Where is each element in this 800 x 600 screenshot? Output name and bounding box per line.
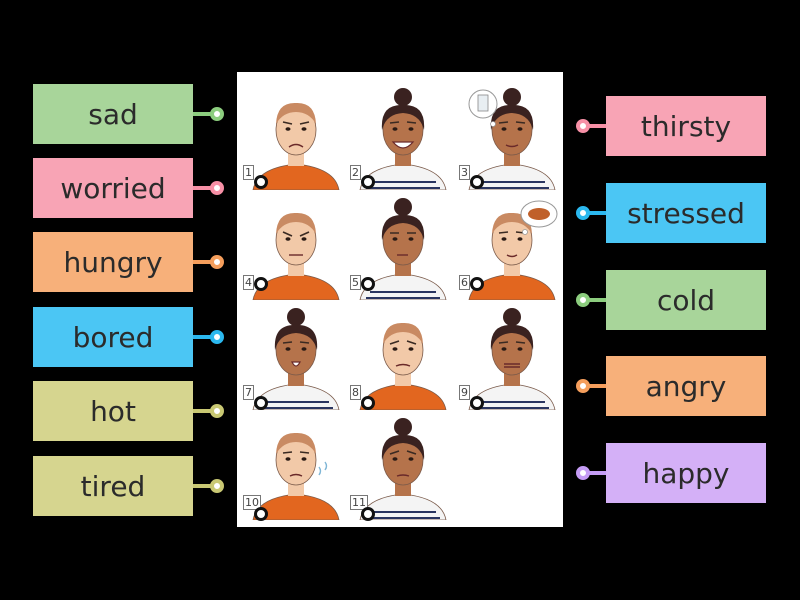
drop-target-1[interactable]: [254, 175, 268, 189]
picture-sad: 1: [243, 82, 349, 190]
label-thirsty[interactable]: thirsty: [606, 96, 766, 156]
picture-thirsty: 3: [459, 82, 565, 190]
label-text: happy: [642, 456, 730, 490]
picture-number: 6: [459, 275, 470, 290]
label-worried[interactable]: worried: [33, 158, 193, 218]
connector-line: [193, 112, 213, 116]
drop-target-2[interactable]: [361, 175, 375, 189]
picture-number: 8: [350, 385, 361, 400]
picture-number: 1: [243, 165, 254, 180]
label-text: cold: [656, 283, 716, 317]
connector-dot[interactable]: [576, 206, 590, 220]
connector-line: [586, 384, 606, 388]
label-stressed[interactable]: stressed: [606, 183, 766, 243]
connector-line: [193, 186, 213, 190]
picture-number: 3: [459, 165, 470, 180]
label-text: hot: [90, 394, 136, 428]
picture-tired: 7: [243, 302, 349, 410]
picture-number: 9: [459, 385, 470, 400]
connector-line: [193, 335, 213, 339]
connector-line: [193, 260, 213, 264]
label-text: bored: [72, 320, 154, 354]
connector-dot[interactable]: [210, 479, 224, 493]
picture-panel: 1 2 3 4 5 6 7 8 9 10 11: [237, 72, 563, 527]
label-text: stressed: [627, 196, 745, 230]
label-text: sad: [88, 97, 138, 131]
label-angry[interactable]: angry: [606, 356, 766, 416]
label-text: worried: [60, 171, 166, 205]
connector-dot[interactable]: [576, 119, 590, 133]
label-text: thirsty: [640, 109, 732, 143]
picture-hot: 10: [243, 412, 349, 520]
drop-target-10[interactable]: [254, 507, 268, 521]
drop-target-6[interactable]: [470, 277, 484, 291]
connector-dot[interactable]: [210, 404, 224, 418]
drop-target-11[interactable]: [361, 507, 375, 521]
label-text: tired: [80, 469, 146, 503]
label-sad[interactable]: sad: [33, 84, 193, 144]
connector-dot[interactable]: [210, 107, 224, 121]
connector-dot[interactable]: [576, 293, 590, 307]
connector-line: [586, 211, 606, 215]
picture-happy: 2: [350, 82, 456, 190]
label-bored[interactable]: bored: [33, 307, 193, 367]
picture-number: 10: [243, 495, 261, 510]
connector-dot[interactable]: [210, 181, 224, 195]
picture-number: 11: [350, 495, 368, 510]
label-text: angry: [645, 369, 727, 403]
connector-line: [193, 409, 213, 413]
label-text: hungry: [63, 245, 163, 279]
picture-worried: 8: [350, 302, 456, 410]
connector-line: [586, 124, 606, 128]
picture-cold: 9: [459, 302, 565, 410]
drop-target-3[interactable]: [470, 175, 484, 189]
picture-number: 2: [350, 165, 361, 180]
connector-dot[interactable]: [576, 466, 590, 480]
drop-target-8[interactable]: [361, 396, 375, 410]
picture-hungry: 6: [459, 192, 565, 300]
drop-target-9[interactable]: [470, 396, 484, 410]
picture-number: 7: [243, 385, 254, 400]
connector-dot[interactable]: [210, 330, 224, 344]
connector-line: [193, 484, 213, 488]
label-cold[interactable]: cold: [606, 270, 766, 330]
picture-stressed: 11: [350, 412, 456, 520]
label-happy[interactable]: happy: [606, 443, 766, 503]
connector-line: [586, 471, 606, 475]
label-tired[interactable]: tired: [33, 456, 193, 516]
picture-angry: 4: [243, 192, 349, 300]
drop-target-5[interactable]: [361, 277, 375, 291]
connector-line: [586, 298, 606, 302]
drop-target-7[interactable]: [254, 396, 268, 410]
connector-dot[interactable]: [576, 379, 590, 393]
drop-target-4[interactable]: [254, 277, 268, 291]
label-hot[interactable]: hot: [33, 381, 193, 441]
picture-number: 4: [243, 275, 254, 290]
connector-dot[interactable]: [210, 255, 224, 269]
picture-number: 5: [350, 275, 361, 290]
label-hungry[interactable]: hungry: [33, 232, 193, 292]
